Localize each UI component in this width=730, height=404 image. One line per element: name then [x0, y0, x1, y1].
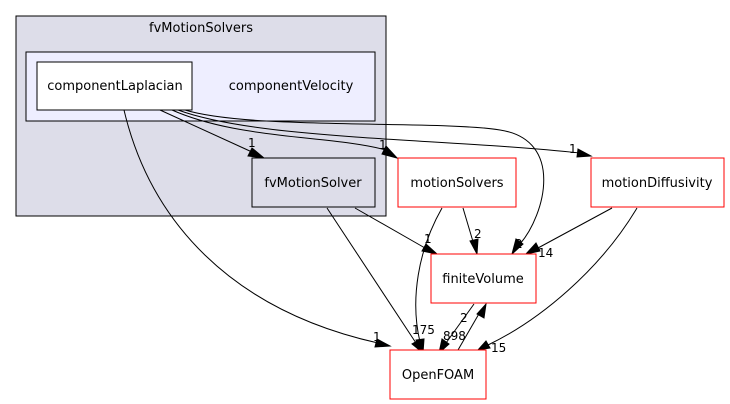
edge-label: 2	[515, 237, 523, 251]
arrowhead	[469, 238, 479, 256]
edge-label: 175	[412, 323, 435, 337]
edge-openfoam-finitevolume	[457, 311, 481, 351]
edge-motionsolvers-finitevolume	[462, 207, 475, 246]
node-label: motionDiffusivity	[602, 176, 713, 191]
arrowhead	[381, 145, 399, 159]
edge-label: 1	[248, 136, 256, 150]
edge-componentlaplacian-fvmotionsolver	[159, 109, 253, 153]
arrowhead	[476, 340, 491, 351]
edge-componentlaplacian-openfoam	[123, 109, 379, 344]
edge-label: 2	[460, 311, 468, 325]
arrowhead	[511, 238, 524, 256]
node-label: componentLaplacian	[47, 79, 183, 94]
node-openfoam[interactable]: OpenFOAM	[389, 349, 487, 400]
edge-motionsolvers-openfoam	[415, 207, 443, 343]
edge-label: 898	[443, 329, 466, 343]
node-box[interactable]	[389, 349, 487, 400]
arrowhead	[576, 148, 593, 158]
arrowhead	[524, 242, 541, 255]
node-motionsolvers[interactable]: motionSolvers	[397, 157, 517, 208]
arrowhead	[421, 243, 439, 255]
edge-label: 1	[379, 138, 387, 152]
node-box[interactable]	[251, 157, 376, 208]
edges: 1 1 1 2 1 1 175 2 1	[123, 109, 638, 355]
node-box[interactable]	[590, 157, 725, 208]
edge-fvmotionsolver-openfoam	[326, 207, 417, 344]
edge-label: 1	[373, 330, 381, 344]
edge-componentlaplacian-motionsolvers	[171, 109, 387, 151]
node-box[interactable]	[397, 157, 517, 208]
arrowhead	[374, 338, 392, 348]
cluster-componentvelocity-title: componentVelocity	[229, 79, 354, 94]
cluster-fvmotionsolvers-title: fvMotionSolvers	[149, 21, 253, 36]
edge-motiondiffusivity-finitevolume	[537, 207, 613, 249]
edge-label: 15	[491, 341, 506, 355]
edge-componentlaplacian-finitevolume	[184, 109, 545, 245]
edge-motiondiffusivity-openfoam	[487, 207, 638, 346]
edge-label: 1	[569, 142, 577, 156]
node-label: OpenFOAM	[402, 368, 474, 383]
node-box[interactable]	[36, 61, 193, 111]
edge-componentlaplacian-motiondiffusivity	[177, 109, 581, 154]
node-label: finiteVolume	[442, 272, 524, 287]
node-fvmotionsolver[interactable]: fvMotionSolver	[251, 157, 376, 208]
node-label: motionSolvers	[410, 176, 503, 191]
arrowhead	[476, 302, 487, 319]
arrowhead	[247, 147, 266, 159]
edge-label: 14	[538, 246, 553, 260]
node-componentlaplacian[interactable]: componentLaplacian	[36, 61, 193, 111]
node-box[interactable]	[430, 253, 537, 304]
edge-finitevolume-openfoam	[445, 303, 475, 344]
node-finitevolume[interactable]: finiteVolume	[430, 253, 537, 304]
node-label: fvMotionSolver	[264, 176, 362, 191]
edge-label: 2	[474, 227, 482, 241]
edge-fvmotionsolver-finitevolume	[354, 207, 426, 249]
node-motiondiffusivity[interactable]: motionDiffusivity	[590, 157, 725, 208]
